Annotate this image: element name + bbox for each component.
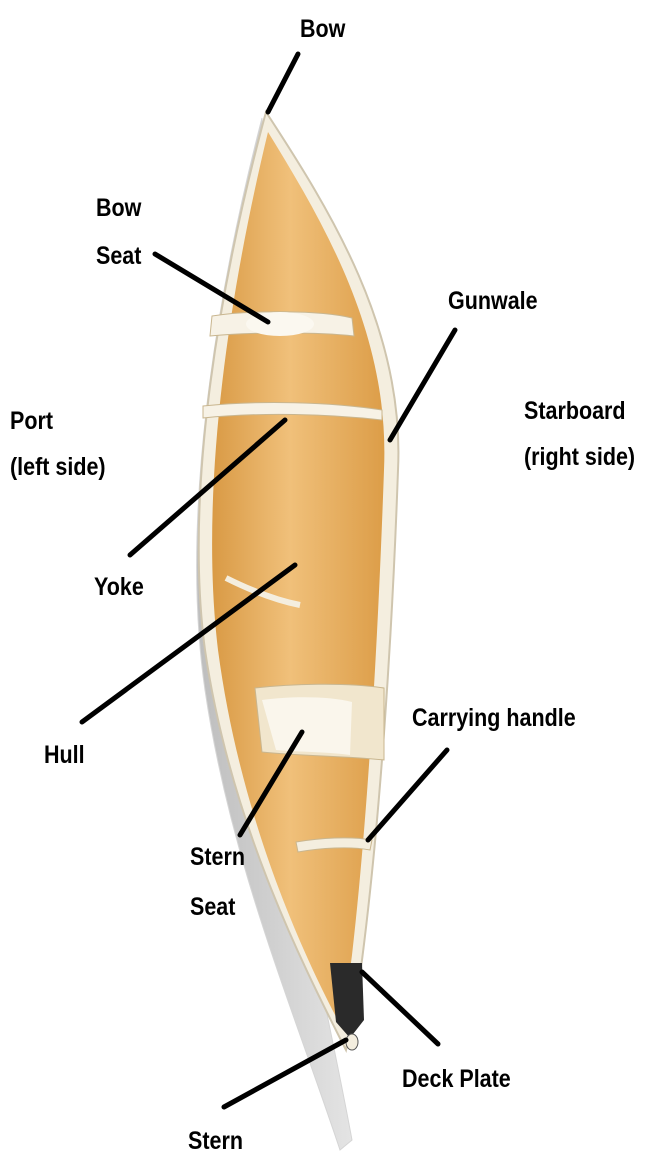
- label-carrying-handle-text: Carrying handle: [412, 703, 576, 734]
- label-port-line2: (left side): [10, 452, 106, 483]
- label-bow-seat-line1: Bow: [96, 193, 141, 224]
- label-starboard-line2: (right side): [524, 442, 635, 473]
- label-gunwale-text: Gunwale: [448, 286, 538, 317]
- label-gunwale: Gunwale: [448, 286, 538, 317]
- stern-seat-panel: [262, 697, 352, 755]
- label-stern-seat: Stern Seat: [190, 842, 245, 923]
- label-stern-seat-line2: Seat: [190, 892, 245, 923]
- label-starboard: Starboard (right side): [524, 396, 635, 473]
- label-starboard-line1: Starboard: [524, 396, 635, 427]
- stern-tip: [346, 1034, 358, 1050]
- label-bow: Bow: [300, 14, 345, 45]
- label-deck-plate-text: Deck Plate: [402, 1064, 511, 1095]
- label-bow-seat: Bow Seat: [96, 193, 141, 272]
- label-bow-text: Bow: [300, 14, 345, 45]
- label-hull-text: Hull: [44, 740, 85, 771]
- label-deck-plate: Deck Plate: [402, 1064, 511, 1095]
- label-stern-seat-line1: Stern: [190, 842, 245, 873]
- label-stern-text: Stern: [188, 1126, 243, 1157]
- label-port: Port (left side): [10, 406, 106, 483]
- label-bow-seat-line2: Seat: [96, 241, 141, 272]
- leader-deck-plate: [362, 972, 438, 1044]
- label-carrying-handle: Carrying handle: [412, 703, 576, 734]
- label-yoke-text: Yoke: [94, 572, 144, 603]
- leader-bow: [268, 54, 298, 112]
- label-port-line1: Port: [10, 406, 106, 437]
- label-stern: Stern: [188, 1126, 243, 1157]
- leader-gunwale: [390, 330, 455, 440]
- label-hull: Hull: [44, 740, 85, 771]
- label-yoke: Yoke: [94, 572, 144, 603]
